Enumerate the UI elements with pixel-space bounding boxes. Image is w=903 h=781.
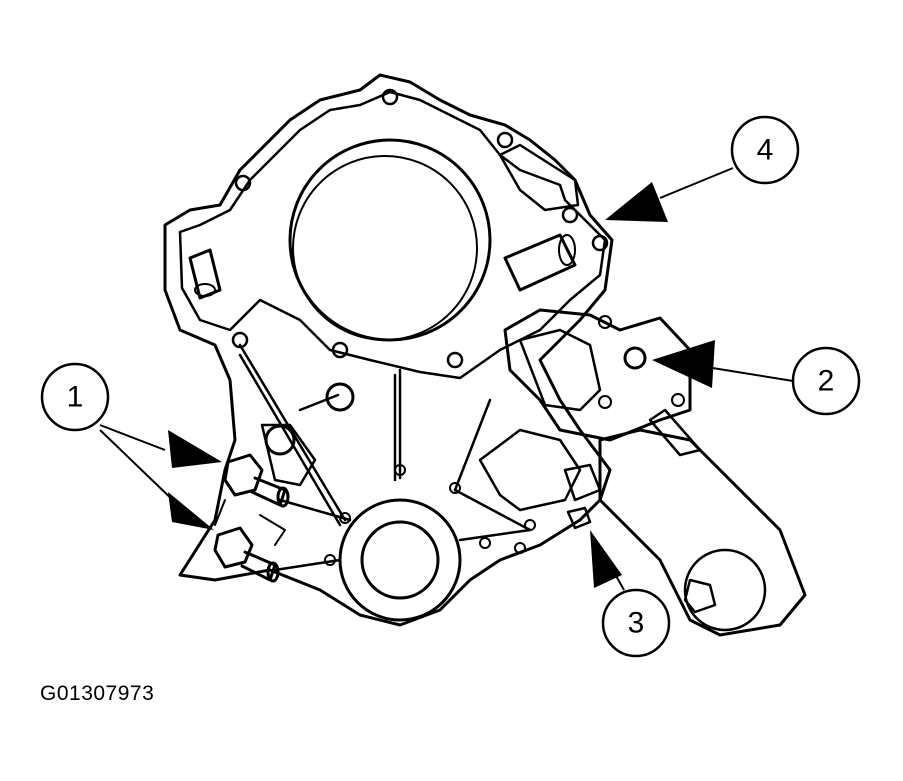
callout-2: 2 (652, 340, 861, 416)
bolt-upper (223, 453, 290, 508)
crankshaft-seal-bore (338, 498, 462, 622)
callout-1-arrow-upper (168, 430, 222, 468)
gasket-bolt-holes (231, 88, 609, 369)
small-fitting (566, 506, 592, 530)
callout-4-label: 4 (757, 134, 774, 167)
figure-id-label: G01307973 (40, 682, 155, 705)
water-pump-bore (288, 138, 492, 342)
rib-nodes (324, 464, 536, 566)
boss-hole (325, 382, 355, 412)
callout-1: 1 (40, 362, 222, 530)
sensor-port (623, 346, 647, 370)
callout-1-arrow-lower (168, 492, 214, 530)
callout-3-arrow (590, 530, 622, 588)
crankshaft-seal-bore-inner (360, 520, 440, 600)
cover-ribs (238, 343, 532, 572)
callout-4: 4 (605, 115, 800, 222)
water-pump-bore-inner (292, 155, 478, 341)
tensioner-pulley (683, 548, 767, 632)
right-tube (503, 233, 577, 292)
bolt-lower (213, 526, 280, 583)
left-dowel (188, 248, 222, 300)
callout-2-arrow (652, 340, 715, 388)
callout-1-label: 1 (67, 381, 84, 414)
callout-4-arrow (605, 182, 668, 222)
tensioner-arm (598, 408, 807, 637)
sensor-assembly (503, 308, 692, 442)
callout-2-label: 2 (818, 365, 835, 398)
callout-3-label: 3 (628, 607, 645, 640)
timing-cover-outline (163, 73, 614, 627)
callout-3: 3 (590, 530, 671, 658)
